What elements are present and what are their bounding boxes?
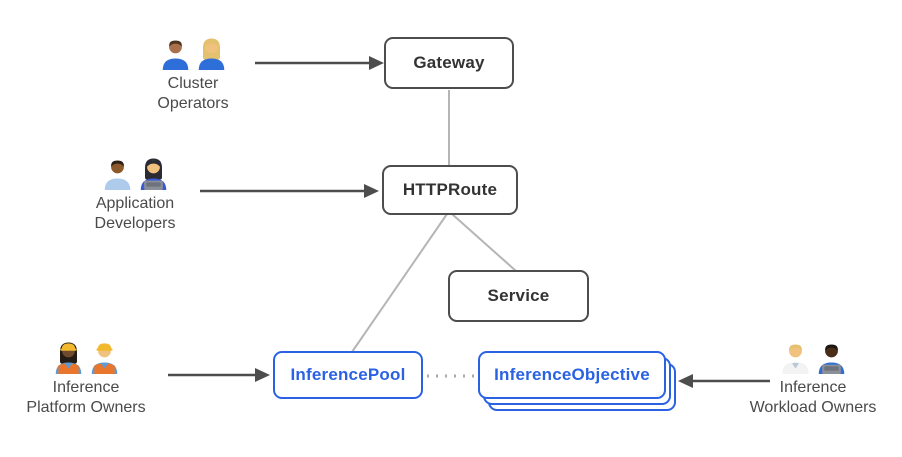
application-developers-label: Application Developers — [95, 194, 176, 234]
woman-technologist-icon — [140, 158, 166, 190]
node-inference-pool-label: InferencePool — [290, 365, 406, 384]
man-technologist-icon — [818, 344, 844, 374]
arrowhead-icon — [364, 184, 379, 198]
connector-httproute-service — [451, 213, 517, 272]
label-line: Application — [95, 195, 175, 212]
health-worker-icon — [782, 344, 808, 374]
connector-httproute-inferencepool — [351, 213, 448, 353]
persona-inference-workload-owners: Inference Workload Owners — [723, 340, 902, 418]
node-inference-pool: InferencePool — [273, 351, 423, 399]
cluster-operators-label: Cluster Operators — [157, 74, 228, 114]
label-line: Cluster — [167, 75, 219, 92]
inference-workload-owners-label: Inference Workload Owners — [750, 378, 877, 418]
node-httproute-label: HTTPRoute — [402, 180, 498, 199]
inference-workload-owners-icons — [779, 340, 848, 374]
man-mechanic-icon — [162, 40, 188, 70]
arrow-application-developers-to-httproute — [200, 184, 379, 198]
woman-mechanic-icon — [198, 38, 224, 70]
persona-application-developers: Application Developers — [45, 156, 225, 234]
node-service-label: Service — [487, 286, 550, 305]
node-gateway: Gateway — [384, 37, 514, 89]
woman-construction-worker-icon — [55, 342, 81, 374]
arrowhead-icon — [678, 374, 693, 388]
arrowhead-icon — [255, 368, 270, 382]
cluster-operators-icons — [159, 36, 228, 70]
node-httproute: HTTPRoute — [382, 165, 518, 215]
man-construction-worker-icon — [91, 343, 117, 374]
label-line: Workload Owners — [749, 399, 877, 416]
label-line: Developers — [94, 215, 176, 232]
persona-inference-platform-owners: Inference Platform Owners — [0, 340, 176, 418]
arrowhead-icon — [369, 56, 384, 70]
node-gateway-label: Gateway — [413, 53, 485, 72]
node-inference-objective-label: InferenceObjective — [494, 365, 650, 384]
man-office-worker-icon — [104, 160, 130, 190]
arrow-platform-owners-to-inferencepool — [168, 368, 270, 382]
label-line: Operators — [157, 95, 229, 112]
inference-platform-owners-icons — [52, 340, 121, 374]
node-service: Service — [448, 270, 589, 322]
inference-platform-owners-label: Inference Platform Owners — [26, 378, 145, 418]
application-developers-icons — [101, 156, 170, 190]
persona-cluster-operators: Cluster Operators — [103, 36, 283, 114]
arrow-workload-owners-to-inferenceobjective — [678, 374, 770, 388]
node-inference-objective: InferenceObjective — [478, 351, 666, 399]
label-line: Platform Owners — [26, 399, 146, 416]
label-line: Inference — [52, 379, 120, 396]
label-line: Inference — [779, 379, 847, 396]
arrow-cluster-operators-to-gateway — [255, 56, 384, 70]
